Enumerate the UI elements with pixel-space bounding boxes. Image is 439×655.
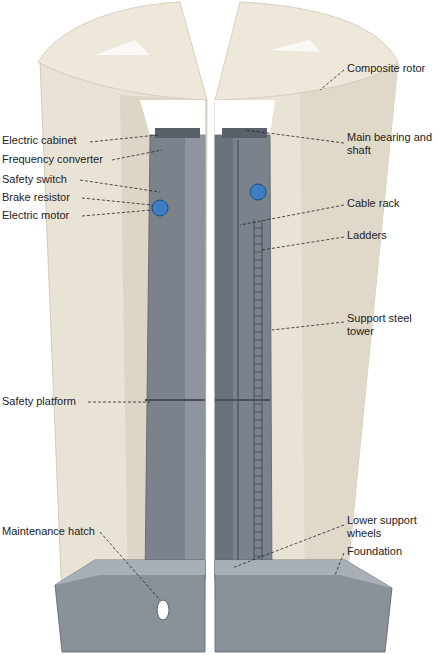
foundation (215, 560, 392, 652)
part-label: Safety switch (2, 173, 82, 186)
part-label: Electric motor (2, 209, 82, 222)
foundation-top (55, 560, 205, 585)
leader-line (240, 205, 344, 225)
part-label: Support steel tower (347, 312, 435, 338)
maintenance-hatch (157, 600, 169, 620)
leader-line (112, 150, 162, 160)
part-label: Brake resistor (2, 191, 82, 204)
leader-line (90, 135, 158, 142)
main-bearing (222, 128, 267, 138)
part-label: Composite rotor (347, 62, 437, 75)
part-label: Lower support wheels (347, 514, 435, 540)
leader-line (232, 525, 344, 568)
leader-lines (80, 70, 344, 600)
safety-platform (215, 399, 270, 401)
cap-opening (270, 40, 320, 52)
part-label: Ladders (347, 229, 435, 242)
part-label: Cable rack (347, 197, 435, 210)
foundation (55, 560, 205, 652)
part-label: Electric cabinet (2, 134, 92, 147)
part-label: Maintenance hatch (2, 525, 102, 538)
tower-shade (215, 135, 233, 580)
electric-motor (152, 200, 168, 216)
cap-opening (95, 40, 150, 55)
rotor-inner-surface (120, 95, 207, 600)
leader-line (262, 237, 344, 250)
part-label: Frequency converter (2, 153, 112, 166)
rotor-top-cap (215, 2, 398, 100)
leader-line (82, 198, 152, 205)
part-label: Main bearing and shaft (347, 131, 435, 157)
steel-tower (145, 135, 205, 580)
leader-line (88, 402, 150, 403)
main-bearing (155, 128, 200, 138)
leader-line (100, 532, 160, 600)
rotor-top-cap (38, 2, 207, 100)
leader-line (80, 180, 160, 192)
part-label: Safety platform (2, 395, 92, 408)
cable-rack (237, 140, 239, 575)
foundation-top (215, 560, 392, 588)
steel-tower (215, 135, 272, 580)
leader-line (245, 130, 344, 143)
safety-platform (145, 399, 205, 401)
leader-line (272, 322, 344, 330)
leader-line (82, 210, 152, 216)
leader-line (320, 70, 344, 90)
electric-motor (250, 184, 266, 200)
part-label: Foundation (347, 545, 435, 558)
tower-highlight (185, 135, 205, 580)
leader-line (335, 553, 344, 575)
